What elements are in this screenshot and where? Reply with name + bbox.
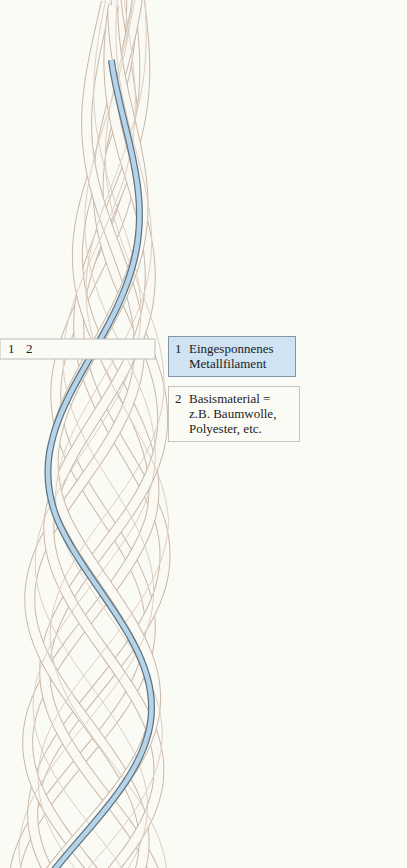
callout-number: 1 — [175, 341, 189, 356]
filament-core — [48, 60, 152, 868]
legend-box: 2Basismaterial = z.B. Baumwolle, Polyest… — [168, 386, 300, 442]
callout-number: 2 — [175, 391, 189, 406]
base-strands — [14, 0, 168, 868]
callout-bar — [0, 339, 155, 359]
fiber-line — [19, 0, 154, 868]
legend-text: Eingesponnenes Metallfilament — [189, 341, 289, 371]
filament-outline — [48, 60, 152, 868]
metal-filament — [48, 60, 152, 868]
fiber-line — [33, 0, 155, 868]
callout-number: 1 — [8, 341, 15, 356]
fiber-line — [38, 0, 168, 868]
callout-number: 2 — [26, 341, 33, 356]
legend-box: 1Eingesponnenes Metallfilament — [168, 336, 296, 377]
legend-text: Basismaterial = z.B. Baumwolle, Polyeste… — [189, 391, 293, 436]
